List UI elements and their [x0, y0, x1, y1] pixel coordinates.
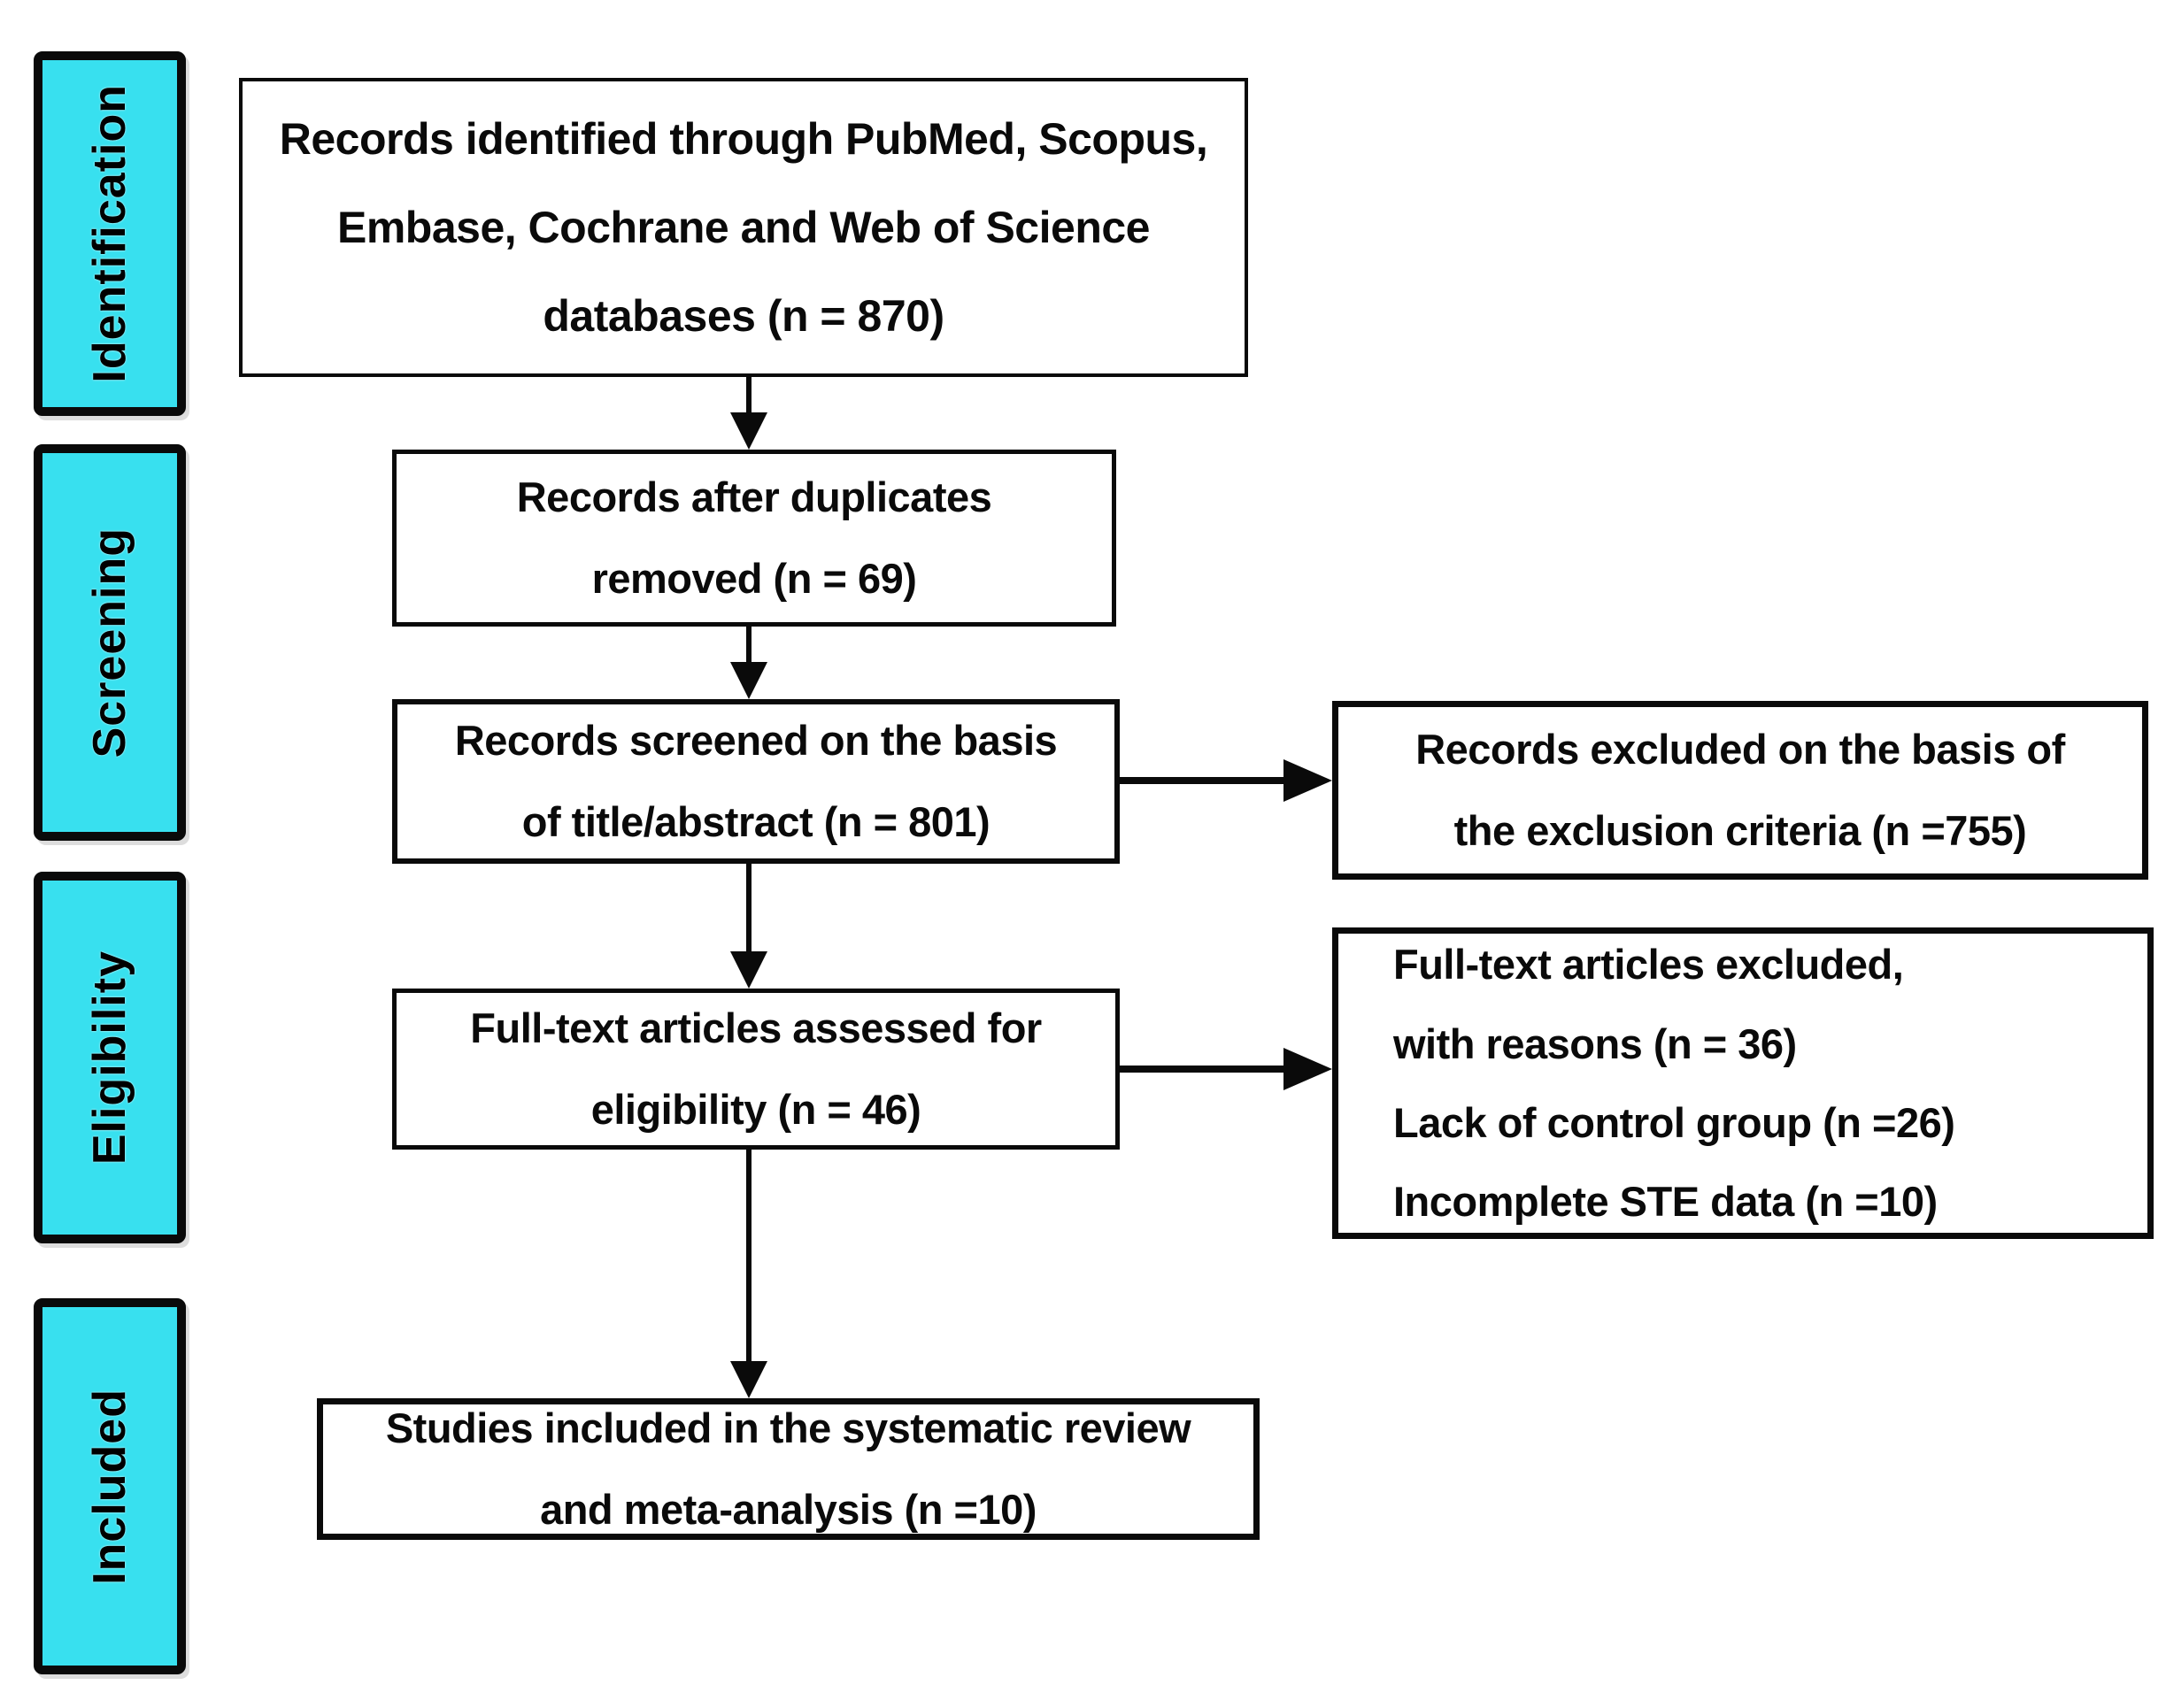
box-line: databases (n = 870) — [543, 291, 944, 341]
phase-bar-included: Included — [34, 1298, 186, 1674]
box-line: Incomplete STE data (n =10) — [1393, 1178, 1938, 1226]
arrow-down-screened-to-fulltext — [746, 864, 752, 954]
box-line: the exclusion criteria (n =755) — [1453, 807, 2027, 854]
arrow-right-fulltext-to-excluded — [1120, 1066, 1288, 1073]
flow-box-duplicates-removed: Records after duplicates removed (n = 69… — [392, 450, 1116, 627]
flow-box-records-excluded: Records excluded on the basis of the exc… — [1332, 701, 2148, 880]
box-line: Full-text articles excluded, — [1393, 941, 1904, 989]
arrowhead-down-icon — [730, 662, 767, 699]
box-line: Full-text articles assessed for — [470, 1004, 1042, 1052]
box-line: Lack of control group (n =26) — [1393, 1099, 1955, 1146]
box-line: and meta-analysis (n =10) — [540, 1486, 1037, 1533]
flow-box-records-screened: Records screened on the basis of title/a… — [392, 699, 1120, 864]
box-line: Records excluded on the basis of — [1415, 726, 2065, 773]
phase-label-screening: Screening — [84, 527, 135, 758]
arrow-right-screened-to-excluded — [1120, 777, 1288, 784]
arrow-down-duplicates-to-screened — [746, 627, 752, 666]
box-line: Records after duplicates — [516, 473, 992, 521]
flow-box-studies-included: Studies included in the systematic revie… — [317, 1398, 1260, 1540]
phase-label-identification: Identification — [84, 84, 135, 383]
phase-bar-screening: Screening — [34, 444, 186, 841]
arrowhead-down-icon — [730, 1361, 767, 1398]
box-line: of title/abstract (n = 801) — [521, 798, 991, 845]
phase-label-eligibility: Eligibility — [84, 950, 135, 1166]
arrowhead-right-icon — [1283, 1048, 1332, 1090]
box-line: removed (n = 69) — [591, 555, 917, 602]
box-line: Studies included in the systematic revie… — [385, 1404, 1191, 1452]
arrowhead-down-icon — [730, 951, 767, 989]
arrow-down-fulltext-to-included — [746, 1150, 752, 1363]
arrowhead-right-icon — [1283, 759, 1332, 802]
phase-bar-identification: Identification — [34, 51, 186, 416]
phase-bar-eligibility: Eligibility — [34, 872, 186, 1243]
box-line: eligibility (n = 46) — [590, 1086, 921, 1133]
box-line: Embase, Cochrane and Web of Science — [337, 203, 1150, 252]
phase-label-included: Included — [84, 1388, 135, 1585]
flow-box-fulltext-assessed: Full-text articles assessed for eligibil… — [392, 989, 1120, 1150]
box-line: Records screened on the basis — [454, 717, 1058, 765]
box-line: with reasons (n = 36) — [1393, 1019, 1797, 1067]
flow-box-records-identified: Records identified through PubMed, Scopu… — [239, 78, 1248, 377]
arrowhead-down-icon — [730, 412, 767, 450]
box-line: Records identified through PubMed, Scopu… — [279, 114, 1208, 164]
arrow-down-identified-to-duplicates — [746, 377, 752, 416]
flow-box-fulltext-excluded: Full-text articles excluded, with reason… — [1332, 927, 2154, 1239]
